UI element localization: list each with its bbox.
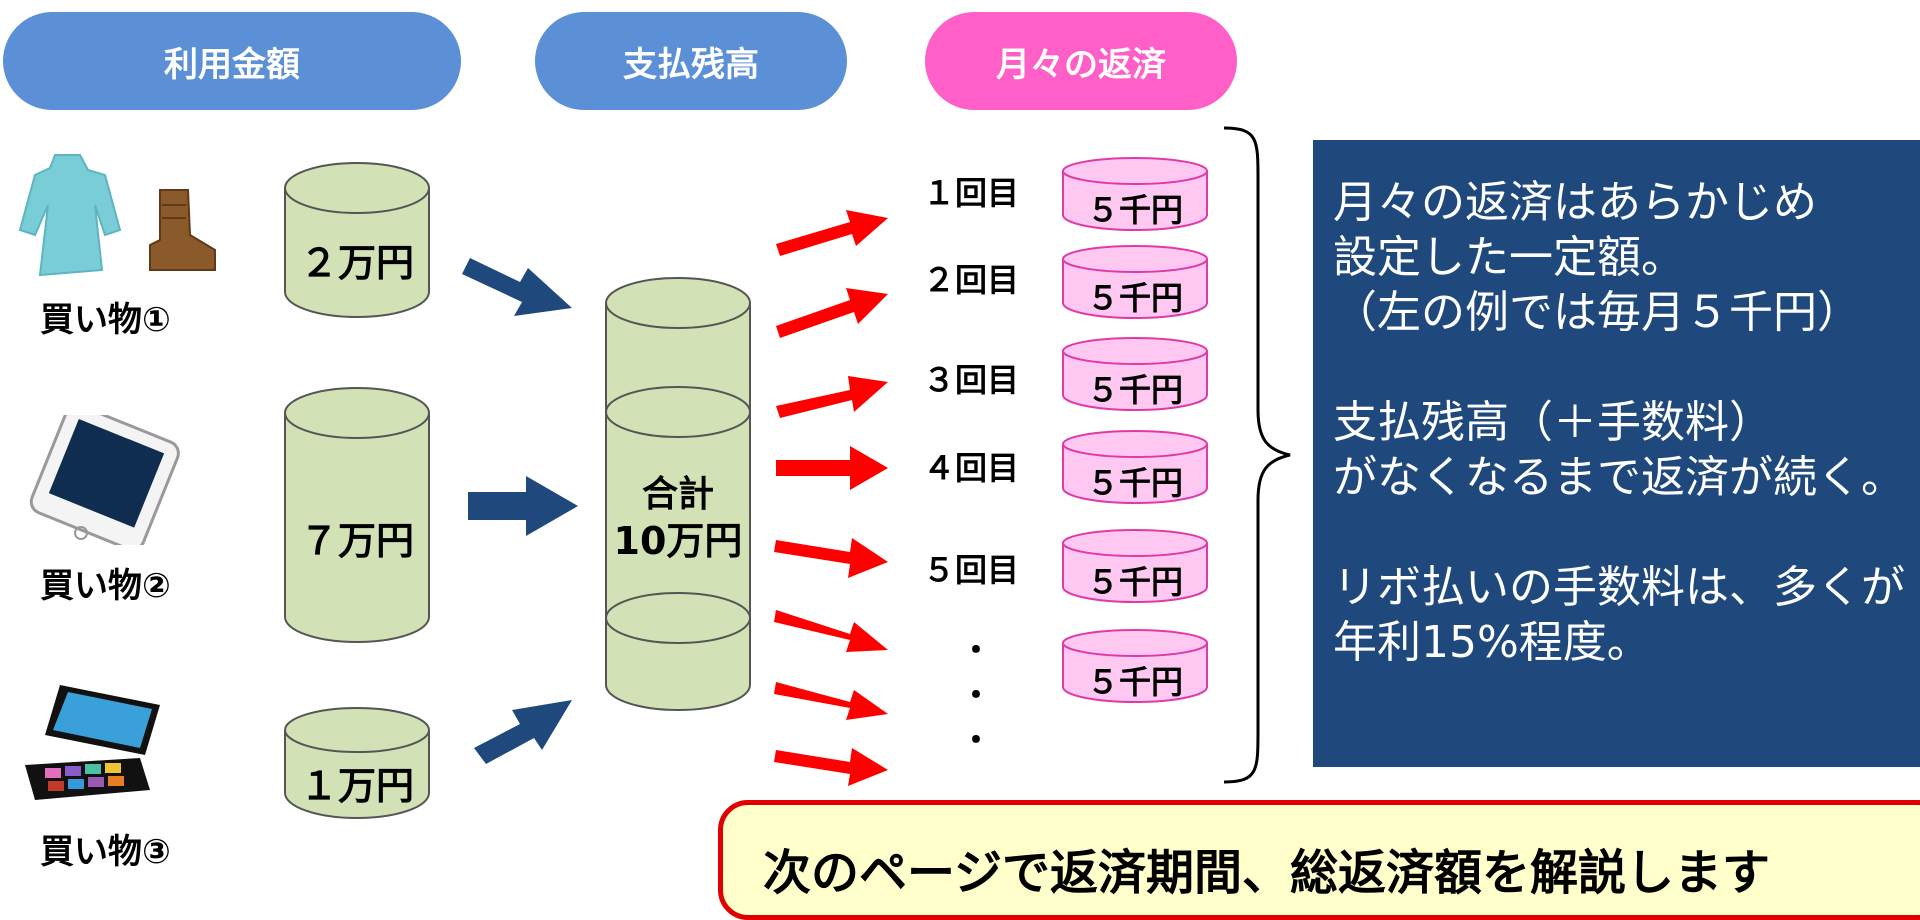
explanation-line: 設定した一定額。 [1333, 232, 1685, 283]
explanation-line: がなくなるまで返済が続く。 [1333, 452, 1905, 503]
payment-count-label: ２回目 [923, 261, 1020, 299]
curly-brace [1223, 126, 1291, 784]
blue-arrow-up-right [474, 700, 572, 764]
red-arrow [774, 610, 888, 652]
payment-balance-header: 支払残高 [535, 12, 847, 110]
purchase-amount-cylinder: １万円 [282, 705, 432, 820]
ellipsis-dot: ・ [960, 631, 993, 669]
total-balance-cylinder: 合計 10万円 [603, 275, 753, 715]
purchase-amount-cylinder: ２万円 [282, 160, 432, 320]
explanation-line: 支払残高（＋手数料） [1333, 397, 1773, 448]
monthly-payment-header: 月々の返済 [925, 12, 1237, 110]
red-arrow [774, 682, 888, 720]
explanation-line: 年利15%程度。 [1333, 617, 1651, 668]
next-page-notice: 次のページで返済期間、総返済額を解説します [718, 800, 1920, 920]
explanation-line: リボ払いの手数料は、多くが [1333, 562, 1905, 613]
purchase-label: 買い物② [40, 566, 171, 606]
monthly-payment-cylinder: ５千円 [1060, 627, 1210, 705]
blue-arrows [462, 258, 578, 764]
explanation-line: （左の例では毎月５千円） [1333, 287, 1861, 338]
blue-arrow-down-right [462, 258, 572, 316]
red-arrow [774, 748, 888, 786]
payment-amount: ５千円 [1086, 279, 1183, 317]
payment-amount: ５千円 [1086, 464, 1183, 502]
explanation-box: 月々の返済はあらかじめ 設定した一定額。 （左の例では毎月５千円） 支払残高（＋… [1313, 140, 1920, 767]
purchase-label: 買い物③ [40, 832, 171, 872]
payment-count-label: ４回目 [923, 449, 1020, 487]
monthly-payment-cylinder: ５千円 [1060, 243, 1210, 321]
red-arrow [776, 210, 888, 256]
clothes-and-boot-icon [10, 150, 220, 280]
explanation-line [1333, 505, 1920, 560]
payment-amount: ５千円 [1086, 663, 1183, 701]
ellipsis-dot: ・ [960, 676, 993, 714]
payment-count-label: １回目 [923, 174, 1020, 212]
monthly-payment-cylinder: ５千円 [1060, 155, 1210, 233]
makeup-palette-icon [20, 680, 170, 805]
purchase-amount: ２万円 [299, 241, 414, 285]
red-arrow [776, 288, 888, 338]
red-arrows [774, 210, 888, 786]
total-line1: 合計 [641, 474, 714, 515]
explanation-line [1333, 340, 1920, 395]
payment-amount: ５千円 [1086, 371, 1183, 409]
payment-count-label: ３回目 [923, 361, 1020, 399]
total-line2: 10万円 [613, 519, 743, 563]
usage-amount-header: 利用金額 [3, 12, 461, 110]
purchase-label: 買い物① [40, 300, 171, 340]
ellipsis-dot: ・ [960, 721, 993, 759]
tablet-icon [15, 403, 190, 552]
blue-arrow-right [468, 476, 578, 536]
monthly-payment-cylinder: ５千円 [1060, 428, 1210, 506]
payment-amount: ５千円 [1086, 563, 1183, 601]
payment-amount: ５千円 [1086, 191, 1183, 229]
red-arrow [776, 376, 888, 418]
monthly-payment-cylinder: ５千円 [1060, 335, 1210, 413]
red-arrow [776, 446, 888, 490]
notice-text: 次のページで返済期間、総返済額を解説します [763, 845, 1771, 901]
purchase-amount: １万円 [299, 764, 414, 808]
purchase-amount: ７万円 [299, 519, 414, 563]
monthly-payment-cylinder: ５千円 [1060, 527, 1210, 605]
purchase-amount-cylinder: ７万円 [282, 385, 432, 645]
explanation-line: 月々の返済はあらかじめ [1333, 177, 1817, 228]
red-arrow [774, 538, 888, 578]
payment-count-label: ５回目 [923, 551, 1020, 589]
